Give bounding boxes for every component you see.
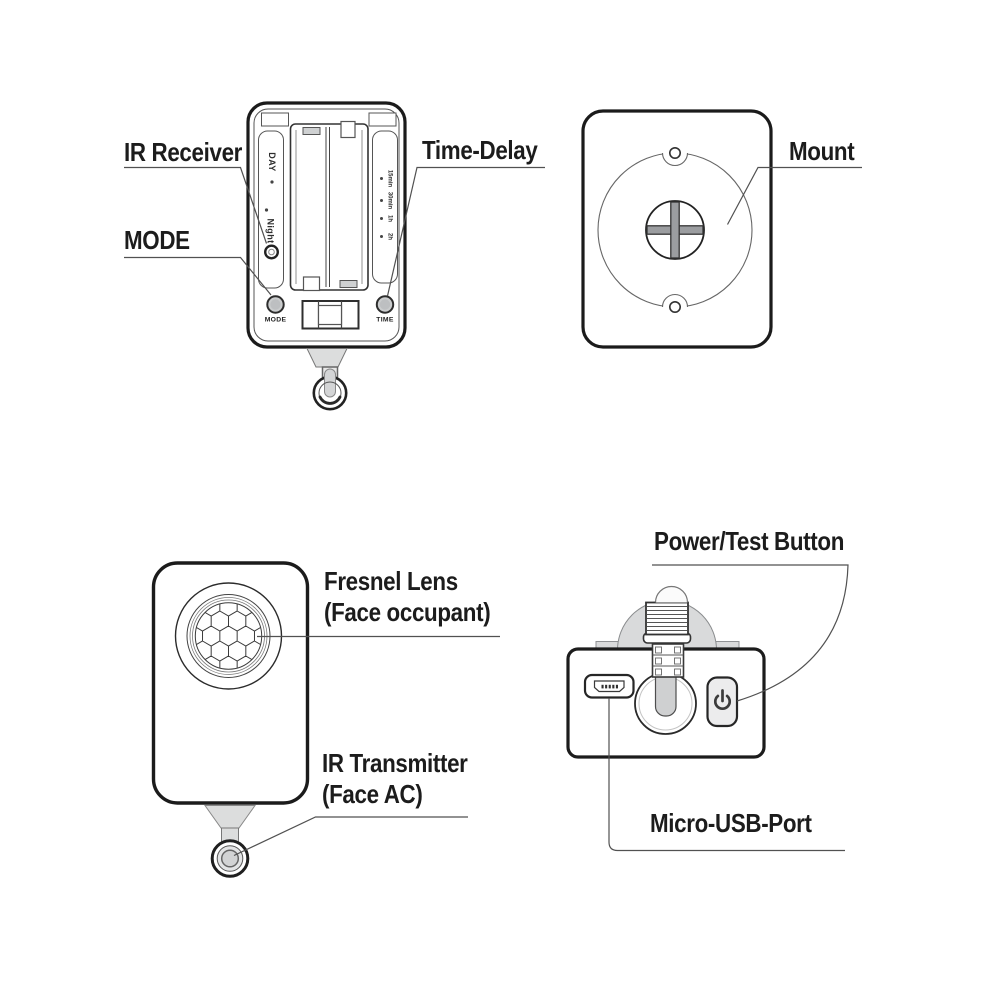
time-knob-cap bbox=[379, 299, 391, 310]
battery-clip-top-right bbox=[340, 120, 356, 139]
delay-label-30min: 30min bbox=[386, 192, 392, 210]
mount-notch-top bbox=[661, 152, 689, 167]
screw-hole-bottom bbox=[668, 300, 681, 313]
delay-dot-2h bbox=[380, 235, 383, 238]
ir-receiver-label: IR Receiver bbox=[124, 137, 243, 167]
mount-notch-bottom bbox=[661, 293, 689, 308]
ir-receiver-lens bbox=[268, 248, 275, 256]
collar-ridges bbox=[647, 606, 687, 631]
ratchet-tabs bbox=[655, 646, 681, 676]
back-stem-neck bbox=[306, 348, 348, 368]
usb-pins bbox=[601, 684, 618, 689]
back-device-illustration: DAY Night 15min 30min 1h 2h MODE TIME bbox=[246, 101, 407, 411]
mount-label: Mount bbox=[789, 136, 855, 166]
top-left-notch bbox=[261, 112, 289, 127]
time-knob-label: TIME bbox=[376, 317, 394, 324]
leader-power-button bbox=[652, 564, 849, 702]
front-stem-neck bbox=[204, 805, 256, 829]
battery-divider bbox=[325, 127, 330, 287]
time-delay-strip bbox=[372, 130, 398, 284]
delay-label-2h: 2h bbox=[386, 233, 392, 240]
back-ball-shadow-arc bbox=[318, 395, 342, 405]
fresnel-lens-label-line2: (Face occupant) bbox=[324, 597, 491, 627]
leader-time-delay bbox=[386, 166, 545, 297]
leader-ir-receiver bbox=[124, 166, 268, 244]
ir-transmitter-led bbox=[220, 849, 240, 868]
ir-transmitter-label-line1: IR Transmitter bbox=[322, 748, 468, 778]
night-label: Night bbox=[266, 219, 276, 244]
day-label: DAY bbox=[267, 152, 277, 171]
leader-lines bbox=[124, 166, 862, 857]
micro-usb-port-label: Micro-USB-Port bbox=[650, 808, 812, 838]
time-delay-label: Time-Delay bbox=[422, 135, 538, 165]
ir-transmitter-label: IR Transmitter (Face AC) bbox=[322, 748, 468, 810]
ratchet-lines bbox=[652, 654, 684, 667]
bottom-view-illustration bbox=[566, 585, 766, 759]
top-right-notch bbox=[368, 112, 397, 127]
delay-dot-1h bbox=[380, 217, 383, 220]
night-led-dot bbox=[264, 208, 269, 212]
delay-label-1h: 1h bbox=[386, 215, 392, 222]
delay-dot-30min bbox=[380, 199, 383, 202]
screw-hole-top bbox=[668, 147, 681, 160]
front-device-body bbox=[151, 561, 310, 805]
leader-mode bbox=[124, 256, 272, 296]
mount-illustration bbox=[581, 109, 773, 349]
battery-clip-bottom-right bbox=[339, 280, 358, 288]
mode-knob-cap bbox=[270, 299, 281, 310]
front-device-illustration bbox=[151, 561, 310, 878]
leader-ir-transmitter bbox=[233, 816, 468, 857]
leader-mount bbox=[726, 166, 862, 225]
battery-slot-lines bbox=[295, 130, 363, 284]
back-device-inner-outline bbox=[253, 108, 400, 342]
fresnel-lens-label-line1: Fresnel Lens bbox=[324, 566, 458, 596]
slider-knob bbox=[317, 304, 343, 326]
bulb-dome bbox=[654, 585, 689, 603]
mode-label: MODE bbox=[124, 225, 190, 255]
mount-cross-vertical bbox=[670, 201, 680, 259]
power-icon bbox=[713, 689, 732, 711]
battery-clip-top-left bbox=[302, 127, 321, 135]
delay-label-15min: 15min bbox=[386, 170, 392, 188]
power-test-button-label: Power/Test Button bbox=[654, 526, 845, 556]
fresnel-lens-label: Fresnel Lens (Face occupant) bbox=[324, 566, 491, 628]
ir-transmitter-label-line2: (Face AC) bbox=[322, 779, 423, 809]
leader-usb-port bbox=[608, 698, 845, 852]
mode-knob-label: MODE bbox=[265, 317, 287, 324]
battery-clip-bottom-left bbox=[302, 276, 321, 292]
delay-dot-15min bbox=[380, 177, 383, 180]
day-led-dot bbox=[270, 180, 274, 184]
